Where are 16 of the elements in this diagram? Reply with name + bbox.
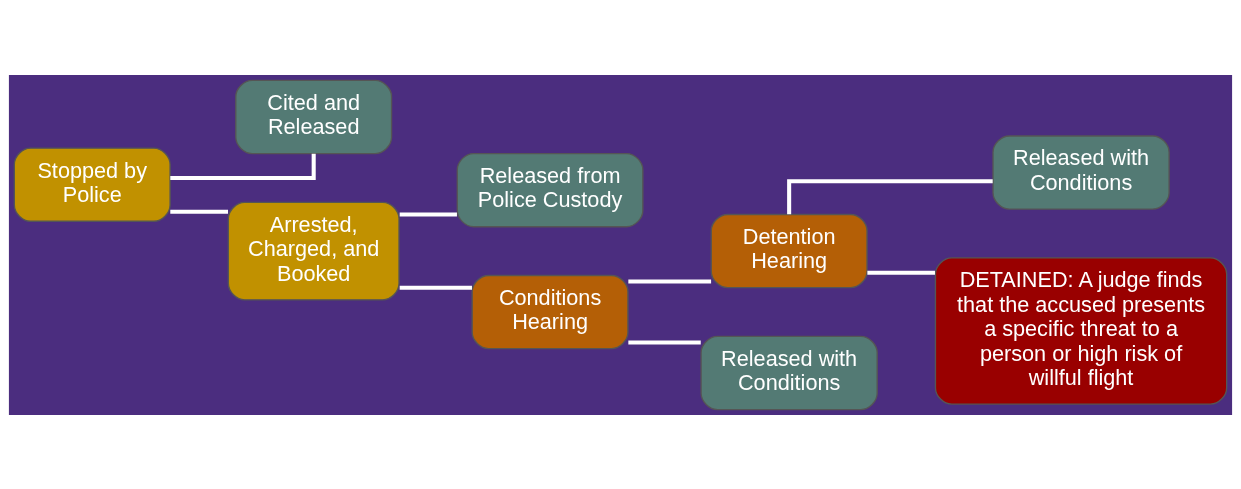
connector xyxy=(787,178,993,214)
connector xyxy=(628,279,712,284)
node-box: Released from Police Custody xyxy=(456,152,644,227)
connector xyxy=(170,209,228,214)
connector xyxy=(628,340,701,345)
connector xyxy=(399,285,472,290)
node-box: Cited and Released xyxy=(235,79,393,154)
node-box: Released with Conditions xyxy=(700,335,878,410)
node-box: Detention Hearing xyxy=(710,213,868,288)
node-box: Released with Conditions xyxy=(992,134,1170,210)
node-box: Arrested, Charged, and Booked xyxy=(227,201,400,301)
node-box: Conditions Hearing xyxy=(471,274,629,349)
connector xyxy=(867,270,935,275)
node-box: Stopped by Police xyxy=(13,146,171,222)
connector xyxy=(399,212,457,217)
node-box: DETAINED: A judge finds that the accused presents a specific threat to a person or high risk of willful flight xyxy=(934,256,1228,405)
